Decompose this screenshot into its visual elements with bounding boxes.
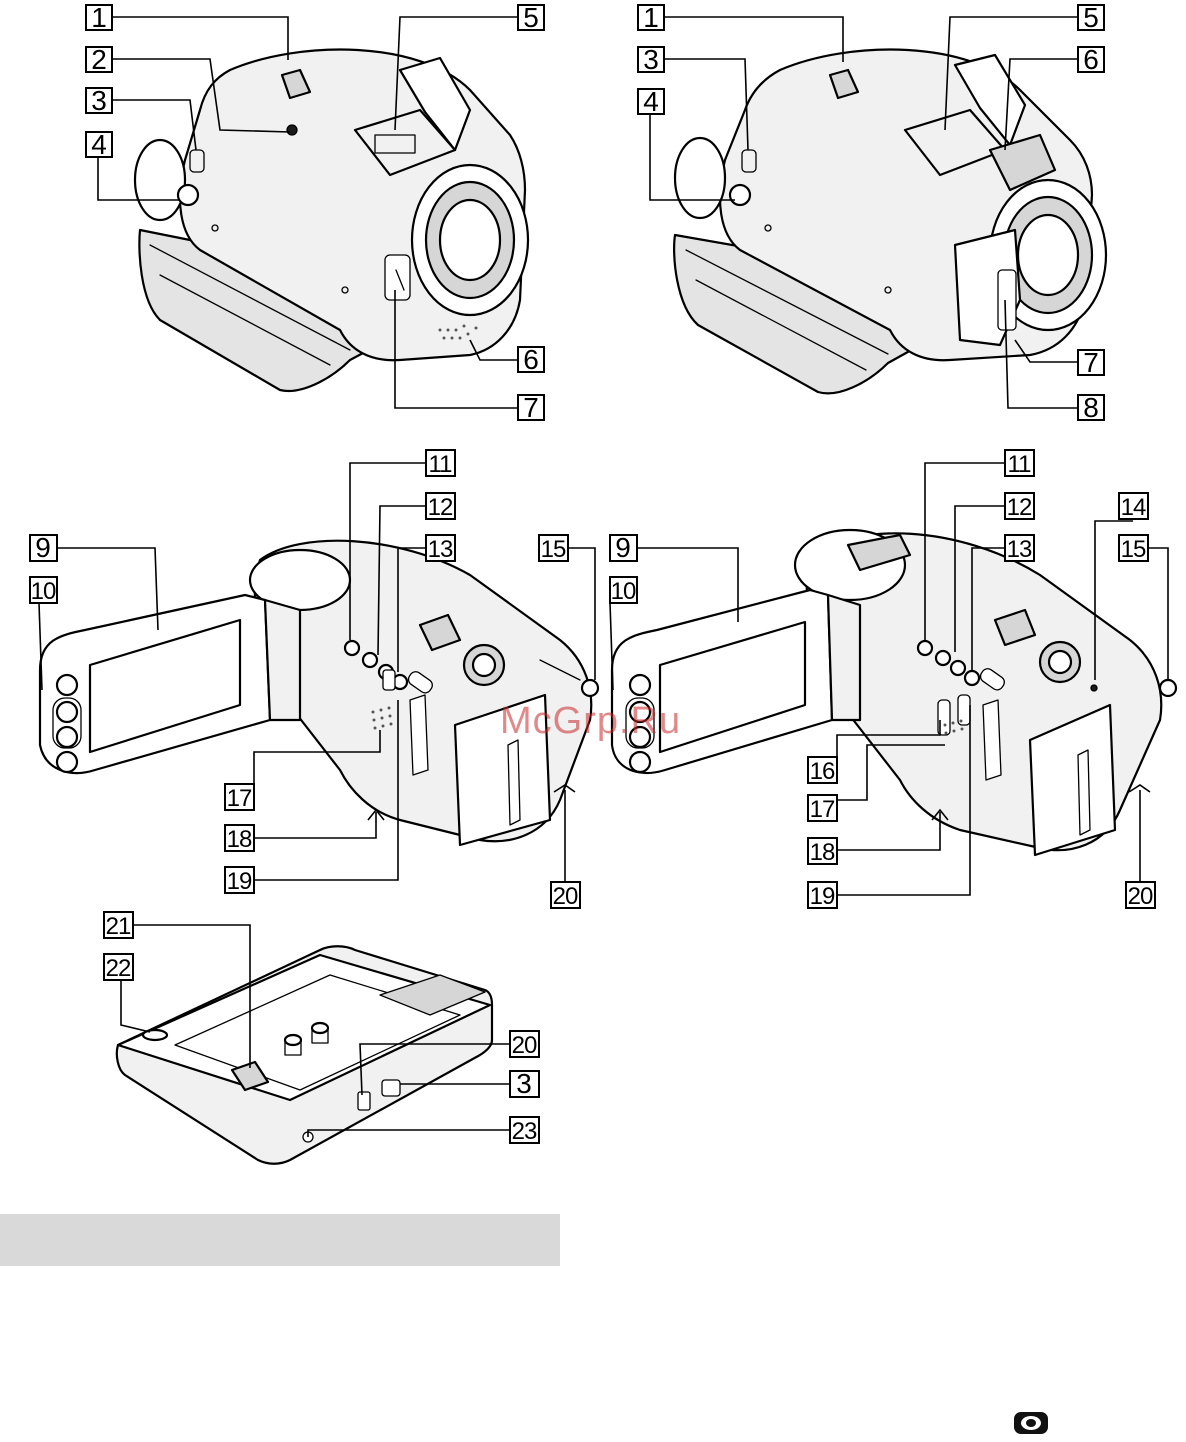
watermark: McGrp.Ru xyxy=(500,700,681,743)
callout-11: 11 xyxy=(426,450,455,478)
svg-text:13: 13 xyxy=(1007,536,1032,563)
svg-text:1: 1 xyxy=(643,2,659,33)
svg-text:20: 20 xyxy=(553,883,578,910)
callout-10: 10 xyxy=(30,577,57,605)
svg-text:18: 18 xyxy=(227,826,252,853)
callout-20: 20 xyxy=(551,882,580,910)
svg-text:16: 16 xyxy=(810,758,835,785)
callout-16b: 16 xyxy=(808,757,837,785)
svg-text:10: 10 xyxy=(31,578,56,605)
callout-7: 7 xyxy=(518,392,544,423)
svg-text:2: 2 xyxy=(91,44,107,75)
svg-text:10: 10 xyxy=(611,578,636,605)
callout-18b: 18 xyxy=(808,838,837,866)
svg-text:4: 4 xyxy=(91,129,107,160)
callout-3c: 3 xyxy=(510,1068,539,1099)
callout-3: 3 xyxy=(86,85,112,116)
svg-text:6: 6 xyxy=(523,344,539,375)
callout-10b: 10 xyxy=(610,577,637,605)
callout-6: 6 xyxy=(518,344,544,375)
callout-15b: 15 xyxy=(1119,535,1148,563)
camcorder-rear-view-left xyxy=(40,541,598,845)
callout-17: 17 xyxy=(225,784,254,812)
svg-text:13: 13 xyxy=(428,536,453,563)
callout-9: 9 xyxy=(30,532,57,563)
section-header-bar xyxy=(0,1214,560,1266)
callout-3b: 3 xyxy=(638,44,664,75)
callout-17b: 17 xyxy=(808,795,837,823)
svg-text:23: 23 xyxy=(512,1118,537,1145)
svg-text:7: 7 xyxy=(1083,347,1099,378)
svg-text:19: 19 xyxy=(227,868,252,895)
callout-23: 23 xyxy=(510,1117,539,1145)
callout-19b: 19 xyxy=(808,882,837,910)
callout-4: 4 xyxy=(86,129,112,160)
svg-text:3: 3 xyxy=(643,44,659,75)
callout-15: 15 xyxy=(539,535,568,563)
svg-text:9: 9 xyxy=(615,532,631,563)
svg-text:17: 17 xyxy=(810,796,835,823)
callout-7b: 7 xyxy=(1078,347,1104,378)
callout-13: 13 xyxy=(426,535,455,563)
callout-11b: 11 xyxy=(1005,450,1034,478)
callout-5b: 5 xyxy=(1078,2,1104,33)
svg-text:11: 11 xyxy=(429,451,453,478)
camcorder-front-view-left xyxy=(135,50,528,391)
callout-1: 1 xyxy=(86,2,112,33)
svg-text:12: 12 xyxy=(428,494,453,521)
svg-text:15: 15 xyxy=(1121,536,1146,563)
camcorder-front-view-right xyxy=(674,50,1106,394)
handycam-station-view xyxy=(117,946,492,1164)
callout-6b: 6 xyxy=(1078,44,1104,75)
callout-13b: 13 xyxy=(1005,535,1034,563)
svg-text:6: 6 xyxy=(1083,44,1099,75)
svg-text:20: 20 xyxy=(512,1032,537,1059)
svg-text:3: 3 xyxy=(91,85,107,116)
svg-text:7: 7 xyxy=(523,392,539,423)
svg-text:5: 5 xyxy=(1083,2,1099,33)
callout-20b: 20 xyxy=(1126,882,1155,910)
camcorder-rear-view-right xyxy=(612,530,1176,855)
svg-text:5: 5 xyxy=(523,2,539,33)
svg-text:22: 22 xyxy=(106,955,131,982)
svg-text:21: 21 xyxy=(106,913,131,940)
callout-8b: 8 xyxy=(1078,392,1104,423)
callout-12b: 12 xyxy=(1005,493,1034,521)
eye-icon xyxy=(1014,1412,1048,1434)
callout-2: 2 xyxy=(86,44,112,75)
svg-text:17: 17 xyxy=(227,785,252,812)
svg-text:11: 11 xyxy=(1008,451,1032,478)
svg-text:1: 1 xyxy=(91,2,107,33)
callout-22: 22 xyxy=(104,954,133,982)
svg-text:14: 14 xyxy=(1121,494,1146,521)
callout-9b: 9 xyxy=(610,532,637,563)
callout-1b: 1 xyxy=(638,2,664,33)
callout-19: 19 xyxy=(225,867,254,895)
svg-text:20: 20 xyxy=(1128,883,1153,910)
callout-20c: 20 xyxy=(510,1031,539,1059)
svg-text:3: 3 xyxy=(516,1068,532,1099)
callout-4b: 4 xyxy=(638,86,664,117)
callout-12: 12 xyxy=(426,493,455,521)
svg-text:15: 15 xyxy=(541,536,566,563)
callout-5: 5 xyxy=(518,2,544,33)
svg-text:18: 18 xyxy=(810,839,835,866)
callout-18: 18 xyxy=(225,825,254,853)
callout-21: 21 xyxy=(104,912,133,940)
callout-14b: 14 xyxy=(1119,493,1148,521)
svg-text:4: 4 xyxy=(643,86,659,117)
svg-text:19: 19 xyxy=(810,883,835,910)
svg-text:9: 9 xyxy=(35,532,51,563)
svg-text:12: 12 xyxy=(1007,494,1032,521)
svg-text:8: 8 xyxy=(1083,392,1099,423)
